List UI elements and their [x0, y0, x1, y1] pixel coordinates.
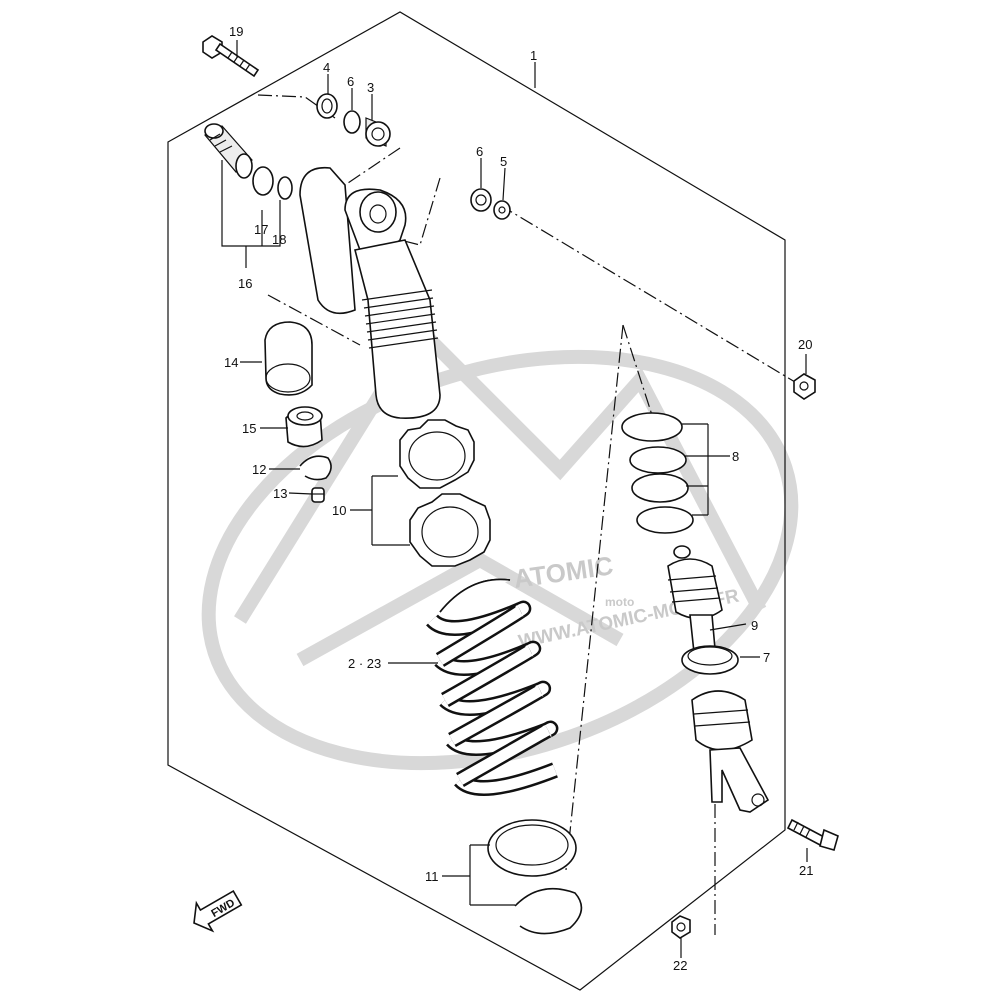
upper-bushings	[316, 93, 391, 147]
callout-7: 7	[763, 650, 770, 665]
callout-16: 16	[238, 276, 252, 291]
callout-3: 3	[367, 80, 374, 95]
nut-22	[671, 915, 691, 939]
bump-stop-parts-8	[621, 412, 694, 534]
fwd-label: FWD	[209, 897, 237, 920]
callout-10: 10	[332, 503, 346, 518]
callout-15: 15	[242, 421, 256, 436]
spring-lock-nuts-10	[399, 419, 491, 567]
shock-body	[299, 166, 441, 419]
reservoir-valve-16	[204, 123, 293, 200]
circlip-12	[299, 455, 332, 481]
callouts: 1 2 · 23 3 4 5 6 6 7 8 9 10 11 12 13 14 …	[224, 24, 813, 973]
callout-4: 4	[323, 60, 330, 75]
spring-seat-11	[487, 819, 583, 935]
callout-20: 20	[798, 337, 812, 352]
callout-9: 9	[751, 618, 758, 633]
watermark-brand: ATOMIC	[512, 550, 616, 594]
adjuster-15	[285, 406, 323, 448]
watermark-brand-sub: moto	[605, 595, 634, 609]
callout-12: 12	[252, 462, 266, 477]
callout-14: 14	[224, 355, 238, 370]
callout-17: 17	[254, 222, 268, 237]
callout-5: 5	[500, 154, 507, 169]
callout-6-right: 6	[476, 144, 483, 159]
assembly-outline	[167, 11, 786, 991]
reservoir-cap-14	[264, 321, 313, 396]
callout-21: 21	[799, 863, 813, 878]
callout-22: 22	[673, 958, 687, 973]
right-bushings	[470, 188, 511, 220]
callout-2-23: 2 · 23	[348, 656, 381, 671]
nut-20	[793, 373, 816, 400]
callout-6-upper: 6	[347, 74, 354, 89]
leader-lines	[221, 40, 808, 958]
screw-13	[311, 487, 325, 503]
fwd-arrow-icon: FWD	[193, 889, 243, 933]
bolt-19	[202, 35, 260, 78]
callout-8: 8	[732, 449, 739, 464]
spring-2-23	[426, 578, 559, 796]
damper-rod-assembly	[667, 545, 770, 813]
bolt-21	[786, 818, 839, 851]
callout-18: 18	[272, 232, 286, 247]
callout-19: 19	[229, 24, 243, 39]
callout-11: 11	[425, 869, 439, 884]
callout-1: 1	[530, 48, 537, 63]
callout-13: 13	[273, 486, 287, 501]
